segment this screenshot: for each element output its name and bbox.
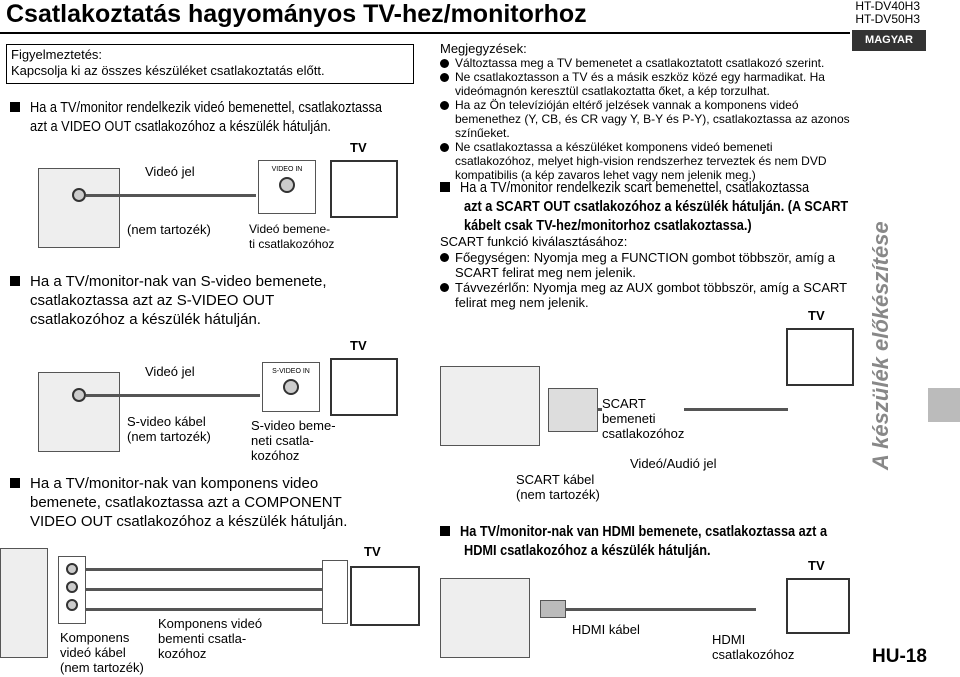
signal-label: Videó/Audió jel [630,456,717,471]
unit-rear-panel [0,548,48,658]
title-rule [0,32,850,34]
hdmi-cable [566,608,756,611]
video-out-jack-icon [72,188,86,202]
tv-jack-panel: VIDEO IN [258,160,316,214]
note-item: Ha az Ön televízióján eltérő jelzések va… [440,98,850,140]
cable-label: SCART kábel (nem tartozék) [516,472,600,502]
section-component-heading-cont: VIDEO OUT csatlakozóhoz a készülék hátul… [30,513,348,530]
section-component-heading: Ha a TV/monitor-nak van komponens video [10,474,318,493]
unit-rear-panel [38,372,120,452]
model-number: HT-DV50H3 [855,12,920,26]
cable-label: HDMI kábel [572,622,640,637]
jack-label: S-VIDEO IN [272,368,310,375]
tv-monitor-icon [350,566,420,626]
input-label: HDMI csatlakozóhoz [712,632,795,662]
section-svideo-heading-cont: csatlakoztassa azt az S-VIDEO OUT [30,292,275,309]
bullet-dot-icon [440,59,449,68]
bullet-dot-icon [440,73,449,82]
tv-label: TV [808,308,825,323]
section-hdmi-heading: Ha TV/monitor-nak van HDMI bemenete, csa… [440,522,892,541]
model-numbers: HT-DV40H3 HT-DV50H3 [840,0,920,26]
cable-label: S-video kábel (nem tartozék) [127,414,211,444]
note-item: Ne csatlakoztasson a TV és a másik eszkö… [440,70,850,98]
tv-monitor-icon [330,160,398,218]
tv-label: TV [364,544,381,559]
tv-monitor-icon [330,358,398,416]
component-cable [86,588,322,591]
input-label: SCART bemeneti csatlakozóhoz [602,396,685,441]
note-item: Ne csatlakoztassa a készüléket komponens… [440,140,850,182]
bullet-dot-icon [440,283,449,292]
warning-text: Kapcsolja ki az összes készüléket csatla… [11,63,325,78]
page-number: HU-18 [872,646,927,667]
section-svideo-heading-cont: csatlakozóhoz a készülék hátulján. [30,311,261,328]
jack-label: VIDEO IN [271,166,303,173]
section-svideo-heading: Ha a TV/monitor-nak van S-video bemenete… [10,272,327,291]
scart-plug-icon [548,388,598,432]
scart-steps: Főegységen: Nyomja meg a FUNCTION gombot… [440,250,850,310]
thumb-index-tab [928,388,960,422]
warning-heading: Figyelmeztetés: [11,47,103,62]
scart-step: Főegységen: Nyomja meg a FUNCTION gombot… [440,250,850,280]
section-side-label: A készülék előkészítése [868,221,893,470]
bullet-dot-icon [440,101,449,110]
tv-label: TV [808,558,825,573]
tv-monitor-icon [786,328,854,386]
scart-step: Távvezérlőn: Nyomja meg az AUX gombot tö… [440,280,850,310]
unit-rear-panel [440,578,530,658]
section-component-heading-cont: bemenete, csatlakoztassa azt a COMPONENT [30,494,342,511]
cable-label: (nem tartozék) [127,222,211,237]
cable-label: Komponens videó kábel (nem tartozék) [60,630,144,675]
notes-heading: Megjegyzések: [440,41,527,56]
section-video-heading: Ha a TV/monitor rendelkezik videó bemene… [10,98,444,117]
scart-cable [598,408,788,411]
bullet-dot-icon [440,143,449,152]
svideo-cable [86,394,260,397]
scart-select-heading: SCART funkció kiválasztásához: [440,234,628,249]
tv-monitor-icon [786,578,850,634]
section-video-heading-cont: azt a VIDEO OUT csatlakozóhoz a készülék… [30,118,331,135]
notes-block: Megjegyzések: Változtassa meg a TV bemen… [440,42,850,182]
bullet-square-icon [440,526,450,536]
jack-cr-icon [66,599,78,611]
input-label: S-video beme- neti csatla- kozóhoz [251,418,336,463]
warning-box: Figyelmeztetés: Kapcsolja ki az összes k… [6,44,414,84]
section-hdmi-heading-cont: HDMI csatlakozóhoz a készülék hátulján. [464,542,711,559]
component-cable [86,608,322,611]
unit-rear-panel [38,168,120,248]
signal-label: Videó jel [145,364,195,379]
tv-jack-panel: S-VIDEO IN [262,362,320,412]
svideo-out-jack-icon [72,388,86,402]
section-scart-heading-cont: kábelt csak TV-hez/monitorhoz csatlakozt… [464,217,752,234]
section-scart-heading: Ha a TV/monitor rendelkezik scart bemene… [440,178,871,197]
bullet-square-icon [10,478,20,488]
jack-y-icon [66,563,78,575]
tv-component-jacks [322,560,348,624]
input-label: Videó bemene- ti csatlakozóhoz [249,222,335,251]
component-out-jacks [58,556,86,624]
tv-label: TV [350,140,367,155]
unit-rear-panel [440,366,540,446]
hdmi-plug-icon [540,600,566,618]
jack-cb-icon [66,581,78,593]
tv-label: TV [350,338,367,353]
model-number: HT-DV40H3 [855,0,920,13]
section-scart-heading-cont: azt a SCART OUT csatlakozóhoz a készülék… [464,198,849,215]
note-item: Változtassa meg a TV bemenetet a csatlak… [440,56,850,70]
language-tab: MAGYAR [852,30,926,51]
bullet-dot-icon [440,253,449,262]
svideo-in-jack-icon [283,379,299,395]
video-cable [86,194,256,197]
input-label: Komponens videó bementi csatla- kozóhoz [158,616,263,661]
page-title: Csatlakoztatás hagyományos TV-hez/monito… [6,0,587,28]
signal-label: Videó jel [145,164,195,179]
video-in-jack-icon [279,177,295,193]
bullet-square-icon [440,182,450,192]
bullet-square-icon [10,276,20,286]
component-cable [86,568,322,571]
bullet-square-icon [10,102,20,112]
